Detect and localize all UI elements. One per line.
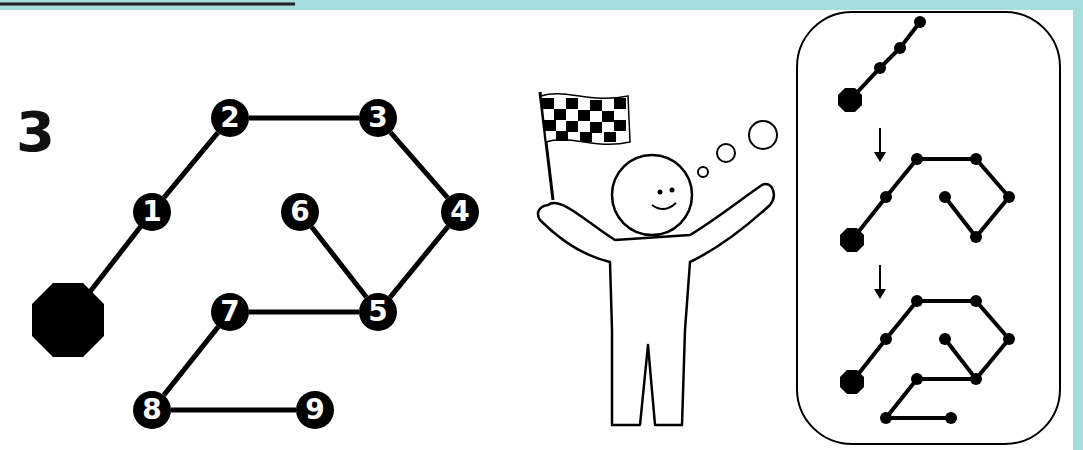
link-line [390,227,448,298]
node-number: 9 [305,396,324,424]
link-line [390,132,447,197]
link-line [164,327,218,395]
link-line [249,312,359,313]
number-circle: 8 [133,391,171,429]
link-line [312,227,367,297]
node-number: 3 [368,104,387,132]
node-number: 2 [220,104,239,132]
number-circle: 3 [359,99,397,137]
number-circle: 9 [296,391,334,429]
node-number: 7 [220,298,239,326]
number-circle: 6 [281,193,319,231]
link-line [171,410,296,411]
node-number: 8 [142,396,161,424]
number-circle: 1 [133,193,171,231]
number-circle: 4 [441,193,479,231]
number-circle: 7 [211,293,249,331]
number-circle: 5 [359,293,397,331]
node-number: 1 [142,198,161,226]
node-number: 4 [450,198,469,226]
link-line [164,133,218,198]
figure-number: 3 [16,104,55,160]
link-line [249,118,359,119]
node-number: 5 [368,298,387,326]
number-circle: 2 [211,99,249,137]
node-number: 6 [290,198,309,226]
